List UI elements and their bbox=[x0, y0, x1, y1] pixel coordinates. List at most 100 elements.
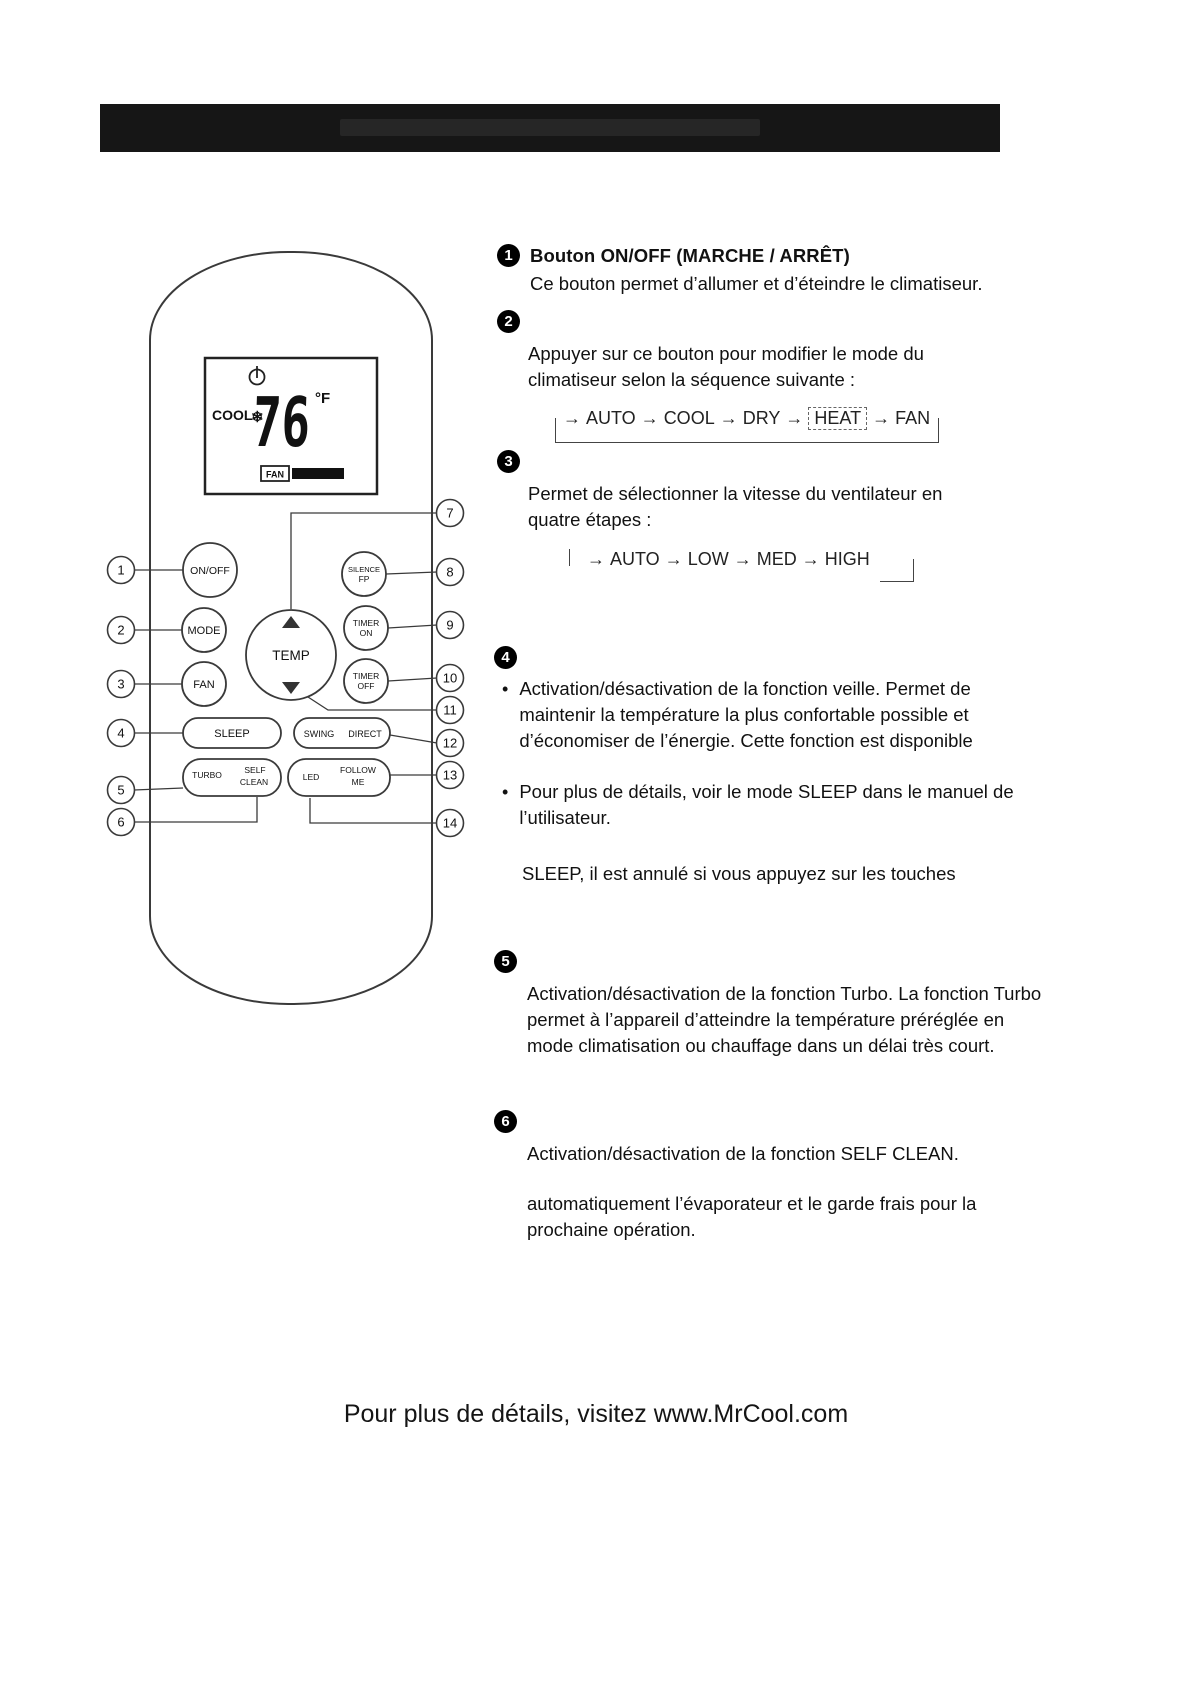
callout-6: 6 bbox=[106, 807, 136, 837]
svg-text:12: 12 bbox=[443, 736, 457, 751]
callout-13: 13 bbox=[435, 760, 465, 790]
fan-sequence-right-bracket bbox=[880, 559, 914, 582]
section-4-note: SLEEP, il est annulé si vous appuyez sur… bbox=[522, 863, 956, 884]
section-3-number: 3 bbox=[497, 450, 520, 473]
section-fan-speed: 3 Permet de sélectionner la vitesse du v… bbox=[497, 450, 1042, 585]
callout-5: 5 bbox=[106, 775, 136, 805]
svg-text:9: 9 bbox=[446, 618, 453, 633]
button-timer-off-label2: OFF bbox=[358, 681, 375, 691]
button-timer-off: TIMER OFF bbox=[343, 658, 389, 704]
button-silence-fp: SILENCE FP bbox=[341, 551, 387, 597]
display-unit: °F bbox=[315, 390, 330, 407]
fan-speed-sequence-diagram: → AUTO → LOW → MED → HIGH bbox=[569, 549, 914, 585]
temp-up-icon bbox=[282, 616, 300, 628]
callout-9: 9 bbox=[435, 610, 465, 640]
remote-display: COOL ❄ 76 °F FAN bbox=[203, 356, 379, 496]
seq-arrow: → bbox=[587, 549, 605, 569]
button-timer-on-label1: TIMER bbox=[353, 618, 379, 628]
svg-text:8: 8 bbox=[446, 565, 453, 580]
fan-auto: AUTO bbox=[610, 549, 660, 569]
section-3-body: Permet de sélectionner la vitesse du ven… bbox=[528, 483, 943, 530]
seq-arrow: → bbox=[872, 408, 891, 428]
remote-control-figure: COOL ❄ 76 °F FAN ON/OFF MODE FAN bbox=[100, 240, 470, 1030]
button-silence-label: SILENCE bbox=[348, 565, 380, 574]
button-sleep-label: SLEEP bbox=[214, 728, 249, 740]
callout-10: 10 bbox=[435, 663, 465, 693]
section-1-body: Ce bouton permet d’allumer et d’éteindre… bbox=[530, 273, 983, 294]
callout-4: 4 bbox=[106, 718, 136, 748]
mode-heat: HEAT bbox=[808, 407, 868, 430]
seq-arrow: → bbox=[563, 408, 581, 428]
svg-text:7: 7 bbox=[446, 506, 453, 521]
button-timer-on-label2: ON bbox=[360, 628, 373, 638]
section-5-body: Activation/désactivation de la fonction … bbox=[527, 983, 1042, 1056]
svg-text:1: 1 bbox=[117, 563, 124, 578]
section-5-number: 5 bbox=[494, 950, 517, 973]
section-mode: 2 Appuyer sur ce bouton pour modifier le… bbox=[497, 310, 1042, 443]
callout-7: 7 bbox=[435, 498, 465, 528]
svg-text:4: 4 bbox=[117, 726, 124, 741]
button-me-label: ME bbox=[352, 777, 365, 787]
button-timer-off-label1: TIMER bbox=[353, 671, 379, 681]
temp-down-icon bbox=[282, 682, 300, 694]
section-1-heading: Bouton ON/OFF (MARCHE / ARRÊT) bbox=[530, 244, 850, 266]
button-on-off: ON/OFF bbox=[182, 542, 238, 598]
svg-text:5: 5 bbox=[117, 783, 124, 798]
bullet-icon: • bbox=[502, 679, 509, 699]
svg-text:11: 11 bbox=[443, 703, 457, 718]
mode-auto: AUTO bbox=[586, 408, 636, 428]
bullet-icon: • bbox=[502, 782, 509, 802]
button-led-follow-me: LED FOLLOW ME bbox=[287, 758, 391, 797]
callout-2: 2 bbox=[106, 615, 136, 645]
button-on-off-label: ON/OFF bbox=[190, 565, 230, 577]
remote-control-diagram: COOL ❄ 76 °F FAN ON/OFF MODE FAN bbox=[106, 251, 465, 1005]
button-direct-label: DIRECT bbox=[348, 729, 382, 739]
mode-cool: COOL bbox=[663, 408, 715, 428]
button-timer-on: TIMER ON bbox=[343, 605, 389, 651]
mode-sequence-diagram: → AUTO → COOL → DRY → HEAT → FAN bbox=[555, 407, 939, 443]
section-turbo: 5 Activation/désactivation de la fonctio… bbox=[494, 950, 1054, 1059]
section-2-body: Appuyer sur ce bouton pour modifier le m… bbox=[528, 343, 924, 390]
section-6-number: 6 bbox=[494, 1110, 517, 1133]
header-bar bbox=[100, 104, 1000, 152]
section-on-off: 1 Bouton ON/OFF (MARCHE / ARRÊT) Ce bout… bbox=[497, 244, 1042, 297]
seq-arrow: → bbox=[719, 408, 738, 428]
fan-low: LOW bbox=[687, 549, 729, 569]
svg-text:10: 10 bbox=[443, 671, 457, 686]
seq-arrow: → bbox=[785, 408, 804, 428]
seq-arrow: → bbox=[801, 549, 820, 569]
fan-high: HIGH bbox=[824, 549, 870, 569]
svg-text:13: 13 bbox=[443, 768, 457, 783]
button-temp: TEMP bbox=[245, 609, 337, 701]
callout-1: 1 bbox=[106, 555, 136, 585]
button-swing-direct: SWING DIRECT bbox=[293, 717, 391, 749]
seq-arrow: → bbox=[733, 549, 752, 569]
section-4-number: 4 bbox=[494, 646, 517, 669]
section-6-body-2: automatiquement l’évaporateur et le gard… bbox=[527, 1193, 977, 1240]
display-fan-box bbox=[260, 465, 290, 482]
section-self-clean: 6 Activation/désactivation de la fonctio… bbox=[494, 1110, 1039, 1243]
button-fan: FAN bbox=[181, 661, 227, 707]
fan-med: MED bbox=[756, 549, 797, 569]
power-icon bbox=[248, 366, 266, 386]
seq-arrow: → bbox=[664, 549, 683, 569]
header-redacted-title bbox=[340, 119, 760, 136]
callout-14: 14 bbox=[435, 808, 465, 838]
mode-dry: DRY bbox=[742, 408, 781, 428]
fan-sequence-left-tick bbox=[569, 549, 570, 566]
section-2-number: 2 bbox=[497, 310, 520, 333]
button-mode: MODE bbox=[181, 607, 227, 653]
callout-11: 11 bbox=[435, 695, 465, 725]
display-temperature: 76 bbox=[251, 382, 311, 462]
section-sleep: 4 • Activation/désactivation de la fonct… bbox=[494, 646, 1039, 887]
mode-sequence-loop-line bbox=[555, 418, 939, 443]
mode-fan: FAN bbox=[895, 408, 931, 428]
callout-8: 8 bbox=[435, 557, 465, 587]
section-4-bullet-1: Activation/désactivation de la fonction … bbox=[519, 678, 973, 751]
button-swing-label: SWING bbox=[304, 729, 335, 739]
button-sleep: SLEEP bbox=[182, 717, 282, 749]
svg-text:6: 6 bbox=[117, 815, 124, 830]
button-mode-label: MODE bbox=[188, 625, 221, 637]
button-turbo-self-clean: TURBO SELF CLEAN bbox=[182, 758, 282, 797]
